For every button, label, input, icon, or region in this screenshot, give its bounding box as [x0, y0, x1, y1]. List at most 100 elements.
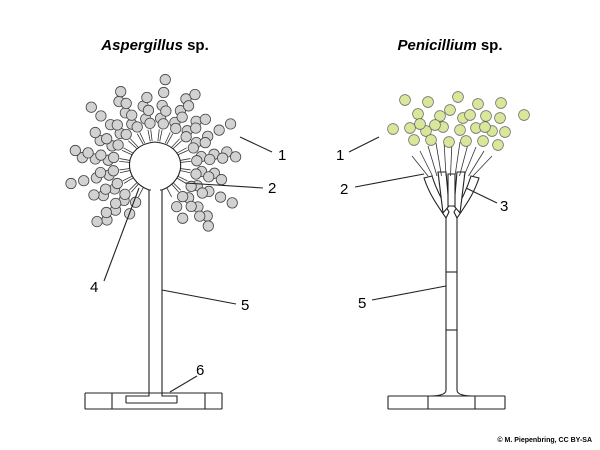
aspergillus-conidium — [85, 101, 97, 113]
penicillium-leader-5 — [371, 285, 447, 301]
aspergillus-conidium — [65, 177, 77, 190]
aspergillus-conidium — [229, 151, 242, 163]
penicillium-conidium — [460, 135, 472, 147]
aspergillus-conidium — [126, 109, 138, 121]
aspergillus-phialide — [121, 149, 134, 156]
penicillium-conidium — [444, 104, 456, 116]
penicillium-phialide — [427, 145, 438, 177]
aspergillus-conidium — [191, 155, 203, 167]
penicillium-conidium — [464, 109, 476, 121]
aspergillus-label-1: 1 — [278, 147, 286, 164]
aspergillus-phialide — [157, 129, 160, 142]
aspergillus-substrate — [84, 392, 223, 410]
title-penicillium: Penicillium sp. — [397, 37, 502, 54]
penicillium-conidium — [412, 108, 424, 120]
aspergillus-phialide — [128, 181, 139, 191]
aspergillus-conidium — [189, 88, 201, 101]
aspergillus-conidium — [91, 215, 103, 228]
aspergillus-conidium — [78, 175, 90, 187]
aspergillus-phialide — [128, 140, 138, 150]
aspergillus-conidium — [94, 166, 107, 179]
aspergillus-conidium — [202, 220, 214, 232]
aspergillus-conidium — [131, 121, 143, 133]
aspergillus-conidium — [199, 113, 211, 125]
penicillium-phialide — [443, 140, 447, 177]
aspergillus-conidium — [176, 111, 188, 123]
aspergillus-conidium — [120, 128, 132, 141]
aspergillus-phialide — [123, 176, 135, 184]
aspergillus-conidium — [204, 153, 216, 166]
aspergillus-leader-1 — [239, 136, 273, 153]
aspergillus-conidium — [224, 118, 237, 130]
penicillium-conidium — [518, 109, 530, 121]
aspergillus-conidium — [108, 151, 120, 164]
aspergillus-conidium — [190, 122, 202, 134]
penicillium-conidium — [492, 139, 504, 151]
aspergillus-leader-4 — [103, 187, 140, 282]
aspergillus-phialide — [176, 149, 189, 156]
aspergillus-phialide — [136, 133, 144, 145]
aspergillus-conidium — [158, 86, 170, 99]
aspergillus-conidium — [112, 139, 124, 151]
aspergillus-conidium — [180, 131, 192, 143]
aspergillus-label-2: 2 — [268, 180, 276, 197]
aspergillus-conidium — [107, 165, 119, 177]
aspergillus-phialide — [147, 129, 151, 142]
aspergillus-conidium — [95, 149, 107, 161]
penicillium-conidium — [452, 91, 464, 103]
aspergillus-spore-chains — [65, 74, 242, 232]
aspergillus-conidium — [141, 91, 153, 104]
penicillium-phialide — [472, 155, 493, 177]
aspergillus-conidium — [142, 104, 155, 116]
aspergillus-conidium — [101, 133, 113, 145]
aspergillus-phialide — [159, 129, 163, 142]
aspergillus-phialide — [175, 147, 187, 154]
aspergillus-phialide — [139, 132, 146, 144]
aspergillus-phialide — [166, 133, 174, 145]
penicillium-conidium — [443, 136, 455, 148]
aspergillus-conidium — [185, 200, 197, 213]
penicillium-phialide — [454, 141, 461, 177]
aspergillus-conidium — [203, 171, 215, 183]
penicillium-conidium — [454, 124, 466, 136]
aspergillus-conidium — [213, 124, 225, 136]
penicillium-conidium — [408, 134, 420, 146]
penicillium-conidium — [425, 134, 437, 146]
penicillium-leader-3 — [465, 187, 498, 204]
aspergillus-phialide — [131, 182, 140, 193]
penicillium-conidium — [387, 123, 399, 135]
aspergillus-conidium — [177, 191, 189, 203]
aspergillus-phialide — [122, 175, 134, 182]
aspergillus-leader-6 — [169, 375, 198, 393]
aspergillus-conidium — [159, 74, 171, 86]
aspergillus-conidium — [171, 201, 183, 213]
aspergillus-conidium — [215, 174, 228, 186]
aspergillus-leader-2 — [184, 182, 264, 189]
title-aspergillus: Aspergillus sp. — [100, 37, 209, 54]
aspergillus-conidium — [89, 126, 101, 139]
penicillium-conidium — [495, 97, 507, 109]
aspergillus-conidium — [196, 187, 208, 199]
aspergillus-phialide — [164, 132, 171, 144]
aspergillus-conidium — [110, 197, 122, 210]
aspergillus-conidium — [69, 144, 81, 157]
aspergillus-conidium — [88, 189, 100, 201]
penicillium-conidium — [399, 94, 411, 106]
aspergillus-conidium — [199, 137, 211, 149]
penicillium-phialide — [463, 146, 477, 177]
credit-text: © M. Piepenbring, CC BY-SA — [497, 436, 592, 444]
penicillium-phialide — [435, 142, 442, 177]
aspergillus-phialide — [138, 186, 145, 198]
aspergillus-conidium — [177, 212, 189, 224]
aspergillus-conidium — [100, 206, 112, 219]
aspergillus-vesicle — [128, 141, 182, 191]
aspergillus-conidium — [95, 110, 107, 122]
penicillium-conidium — [494, 112, 506, 124]
penicillium-stipe — [429, 218, 474, 397]
aspergillus-conidium — [194, 210, 206, 222]
aspergillus-conidium — [226, 197, 238, 209]
penicillium-label-3: 3 — [500, 198, 508, 215]
penicillium-conidium — [479, 121, 491, 133]
penicillium-label-2: 2 — [340, 181, 348, 198]
